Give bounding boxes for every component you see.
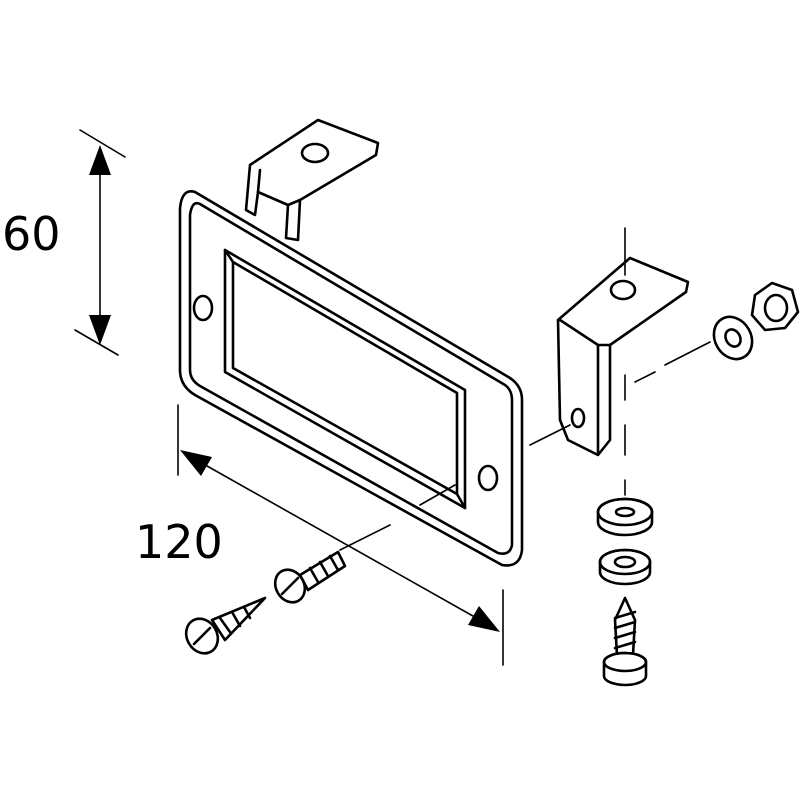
frame-plate (178, 190, 524, 567)
arrow-down-icon (89, 315, 111, 345)
height-dimension (74, 129, 126, 356)
arrow-left-icon (180, 450, 212, 476)
left-bracket (244, 118, 380, 242)
washers-and-screw (596, 497, 654, 687)
right-bracket (529, 227, 711, 496)
width-dimension (177, 404, 504, 666)
arrow-right-icon (468, 606, 500, 632)
screws (184, 550, 347, 655)
height-label: 60 (2, 207, 61, 261)
width-label: 120 (135, 515, 223, 569)
washer-and-nut (712, 281, 800, 361)
arrow-up-icon (89, 145, 111, 175)
